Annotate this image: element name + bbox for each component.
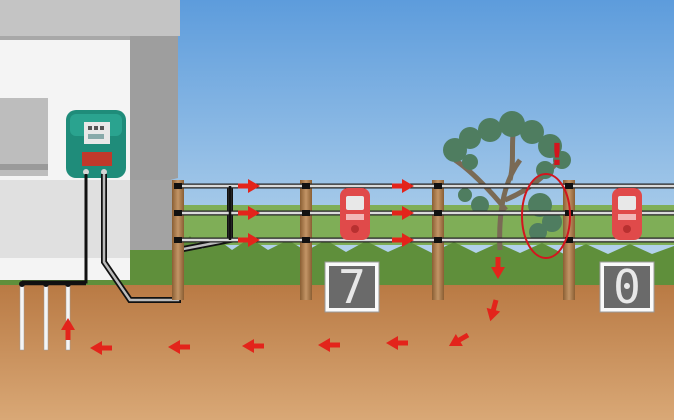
voltage-tester-icon [340, 188, 370, 240]
fence-energizer-icon [66, 110, 126, 178]
voltage-tester-icon [612, 188, 642, 240]
voltage-display-fault: 0 [599, 260, 655, 314]
tree-icon [443, 111, 571, 251]
window [0, 98, 48, 176]
fence-wires [178, 183, 674, 243]
fault-circle-icon [521, 173, 571, 259]
ground-cable [22, 174, 88, 284]
voltage-readout-fault: 0 [613, 260, 641, 314]
voltage-display-good: 7 [324, 260, 380, 314]
ground-rod-icon [19, 281, 86, 351]
house [0, 0, 180, 280]
voltage-readout-good: 7 [338, 260, 366, 314]
exclamation-icon: ! [550, 138, 564, 173]
